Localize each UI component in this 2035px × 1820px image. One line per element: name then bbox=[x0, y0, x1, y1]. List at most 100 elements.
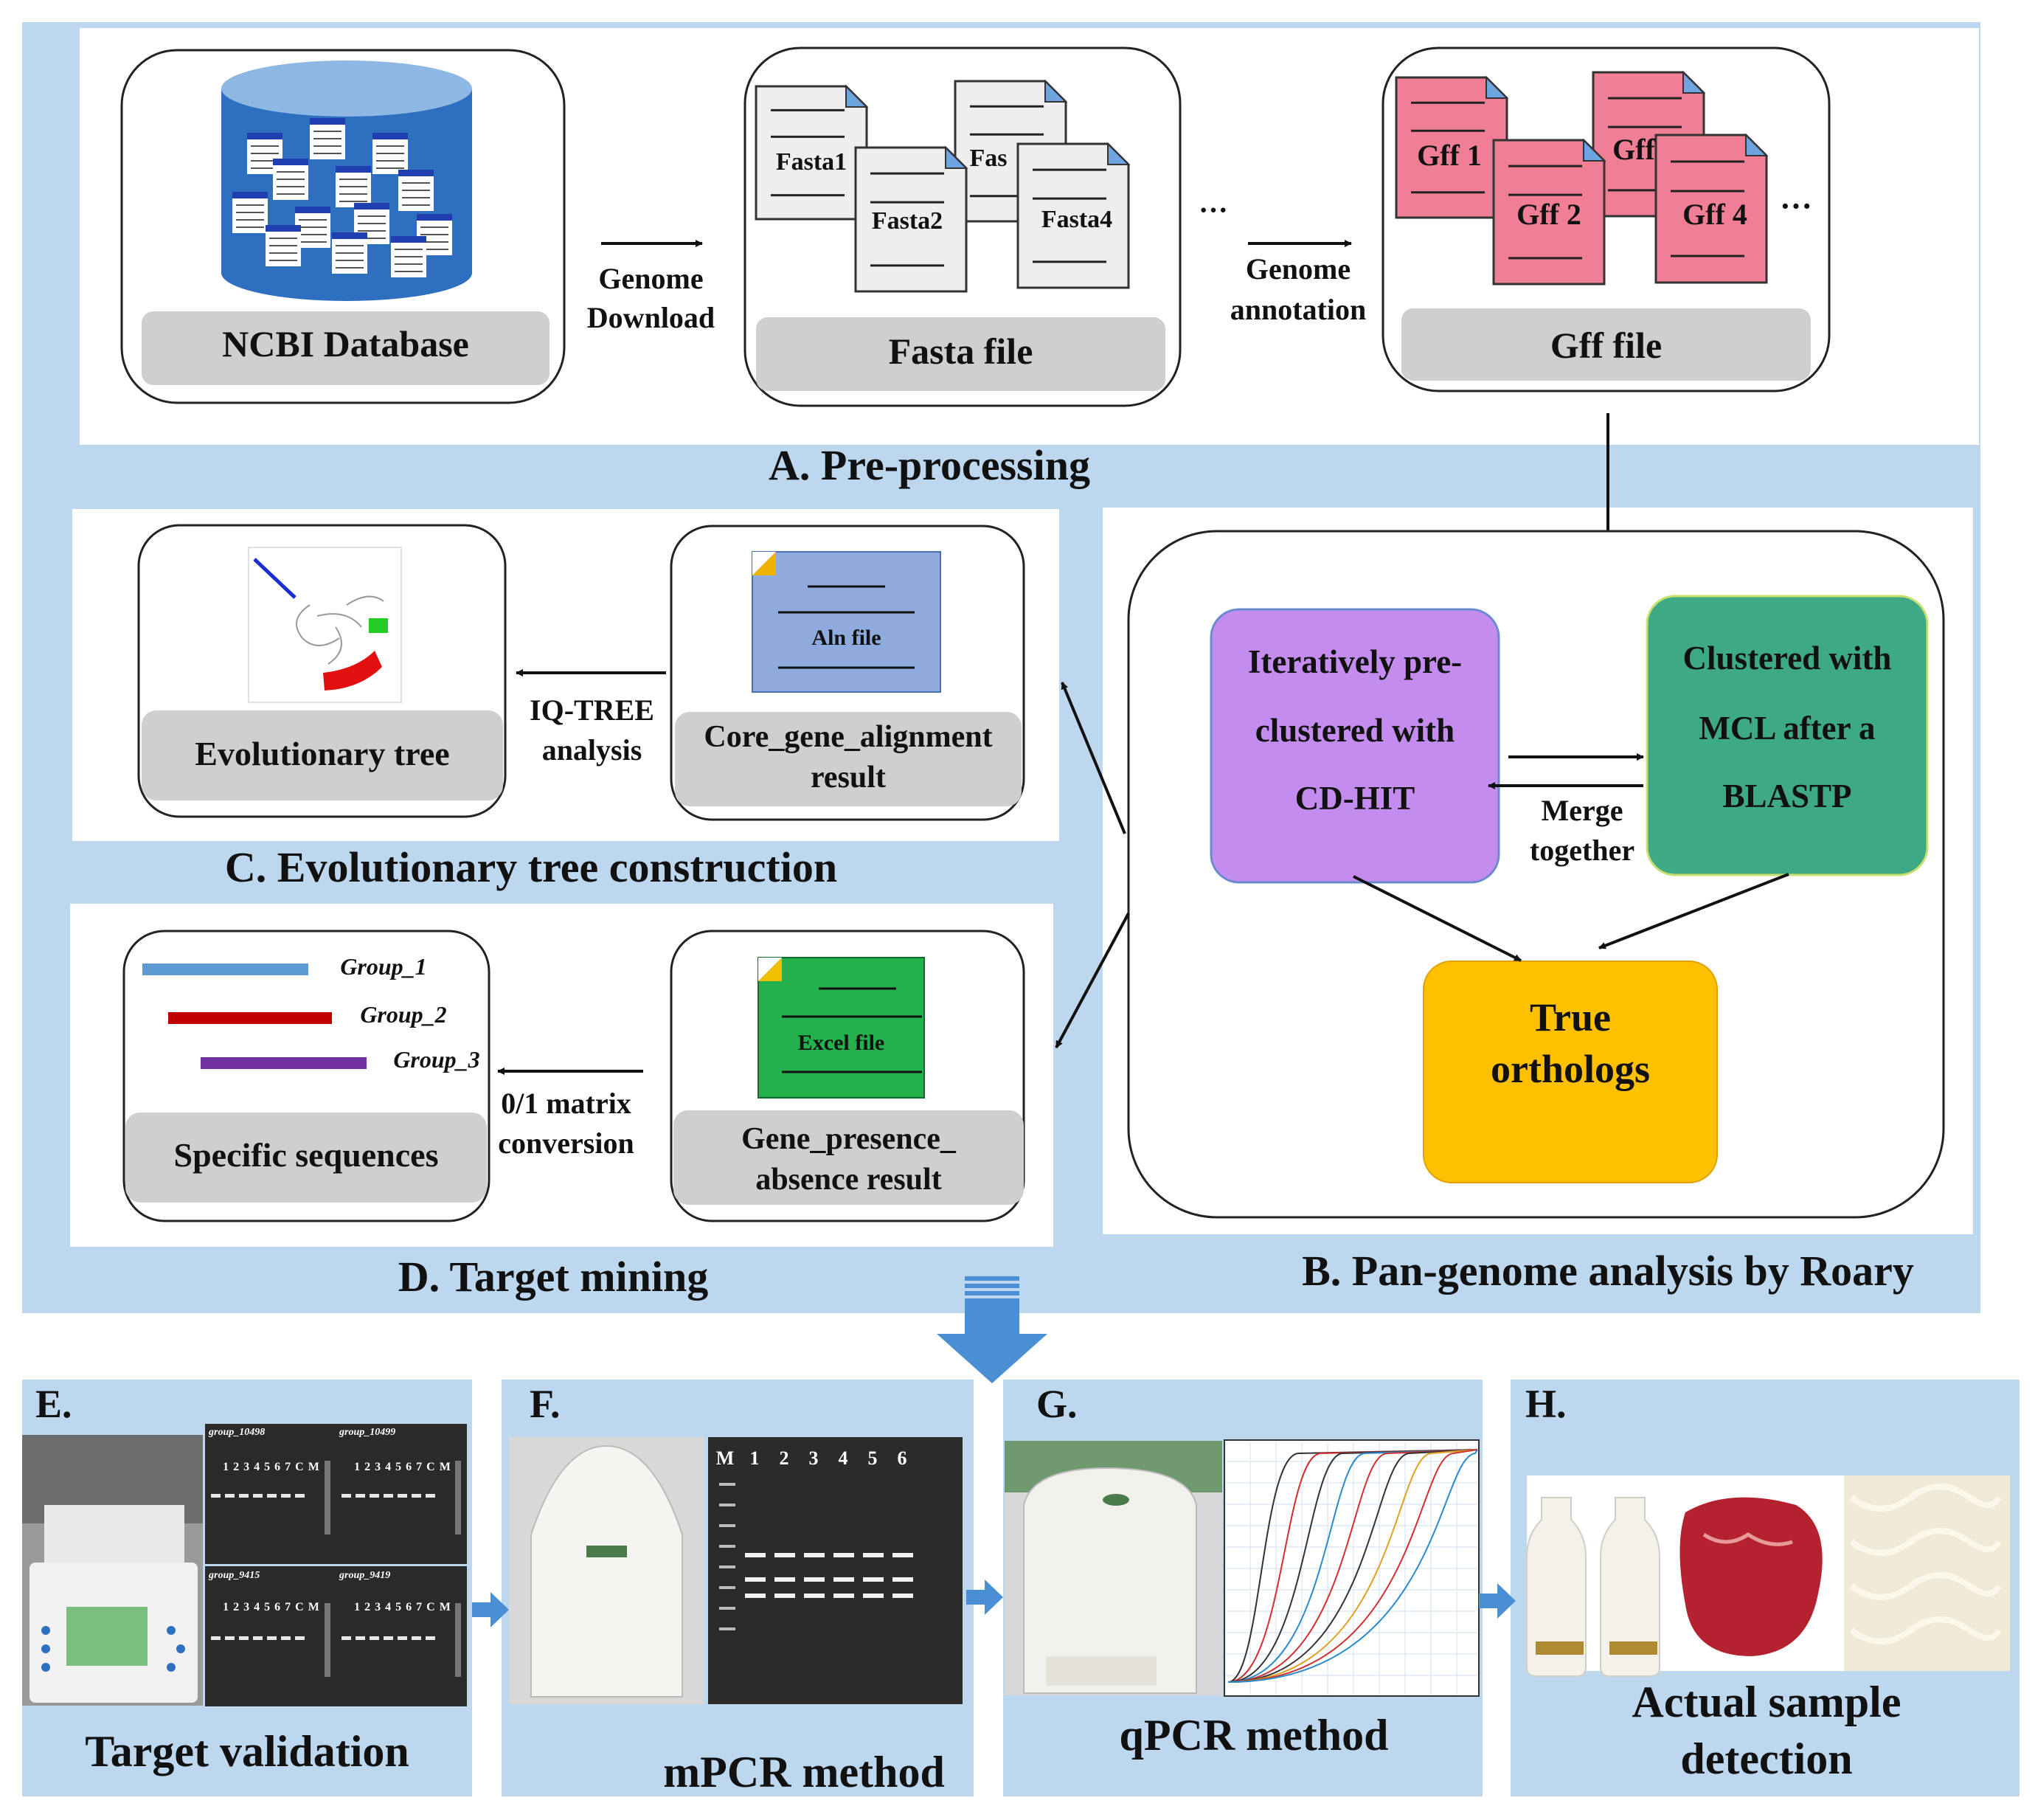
specific-label-bar bbox=[125, 1113, 487, 1203]
gel-lanes-2: 1 2 3 4 5 6 7 C M bbox=[354, 1461, 451, 1473]
gel-band bbox=[833, 1594, 854, 1598]
excel-file-icon bbox=[758, 957, 925, 1098]
section-a-title: A. Pre-processing bbox=[768, 441, 1091, 489]
amplification-curve bbox=[1227, 1449, 1478, 1683]
iqtree-label-1: IQ-TREE bbox=[530, 693, 654, 727]
database-sheet-icon bbox=[391, 236, 426, 277]
mcl-label-3: BLASTP bbox=[1722, 778, 1852, 814]
ncbi-label-bar bbox=[142, 311, 550, 385]
specific-label: Specific sequences bbox=[173, 1136, 439, 1174]
database-sheet-icon bbox=[273, 159, 308, 200]
gff-label-bar bbox=[1401, 308, 1811, 381]
panel-h-caption-2: detection bbox=[1680, 1734, 1853, 1783]
gff4-label: Gff 4 bbox=[1682, 198, 1747, 231]
gel-lane-label: 3 bbox=[808, 1447, 819, 1469]
gel-lanes-3: 1 2 3 4 5 6 7 C M bbox=[223, 1601, 319, 1613]
gel-imager-photo bbox=[509, 1437, 704, 1704]
database-sheet-icon bbox=[266, 225, 301, 266]
gel-band bbox=[833, 1577, 854, 1582]
gel-title-3: group_9415 bbox=[209, 1570, 260, 1581]
matrix-label-2: conversion bbox=[498, 1127, 634, 1160]
mcl-label-1: Clustered with bbox=[1682, 640, 1892, 677]
gff-documents bbox=[1395, 70, 1769, 286]
cdhit-label-2: clustered with bbox=[1255, 712, 1455, 749]
gel-band bbox=[863, 1577, 884, 1582]
amplification-curve bbox=[1227, 1449, 1478, 1683]
aln-file-label: Aln file bbox=[811, 626, 881, 650]
group-2-label: Group_2 bbox=[360, 1001, 447, 1028]
gel-band bbox=[804, 1594, 825, 1598]
gel-band bbox=[745, 1577, 766, 1582]
arrow-f-to-g bbox=[966, 1579, 1003, 1615]
validation-gels bbox=[205, 1424, 467, 1706]
gel-title-2: group_10499 bbox=[339, 1427, 396, 1438]
gel-lanes-4: 1 2 3 4 5 6 7 C M bbox=[354, 1601, 451, 1613]
database-sheets bbox=[232, 118, 452, 277]
ladder-band bbox=[719, 1545, 735, 1548]
amplification-curve bbox=[1227, 1449, 1478, 1683]
database-icon bbox=[221, 60, 472, 301]
roary-to-alignment-arrow bbox=[1061, 682, 1126, 834]
cdhit-to-orthologs-arrow bbox=[1353, 875, 1522, 962]
arrow-e-to-f bbox=[472, 1592, 509, 1627]
thermal-cycler-photo bbox=[22, 1435, 203, 1706]
ellipsis-a1: ··· bbox=[1198, 193, 1229, 226]
evolutionary-tree-icon bbox=[248, 547, 402, 703]
gel-image bbox=[205, 1424, 336, 1564]
gel-title-1: group_10498 bbox=[209, 1427, 266, 1438]
panel-f-caption: mPCR method bbox=[663, 1748, 945, 1796]
database-sheet-icon bbox=[232, 192, 268, 233]
tree-label-bar bbox=[142, 710, 503, 800]
orthologs-label-2: orthologs bbox=[1491, 1047, 1650, 1091]
gel-lane-label: 6 bbox=[897, 1447, 907, 1469]
gene-label-1: Gene_presence_ bbox=[741, 1122, 956, 1156]
amplification-curve bbox=[1227, 1449, 1478, 1683]
fasta-label: Fasta file bbox=[888, 331, 1033, 372]
section-d-title: D. Target mining bbox=[398, 1253, 709, 1301]
gel-band bbox=[863, 1553, 884, 1557]
mcl-to-orthologs-arrow bbox=[1598, 873, 1789, 949]
cdhit-label-1: Iteratively pre- bbox=[1247, 643, 1463, 680]
gel-band bbox=[774, 1553, 795, 1557]
database-sheet-icon bbox=[336, 166, 371, 207]
arrow-g-to-h bbox=[1479, 1583, 1516, 1619]
gel-title-4: group_9419 bbox=[339, 1570, 391, 1581]
gel-band bbox=[774, 1577, 795, 1582]
amplification-curve bbox=[1227, 1449, 1478, 1683]
matrix-label-1: 0/1 matrix bbox=[501, 1087, 631, 1120]
gel-lane-label: M bbox=[715, 1447, 735, 1469]
panel-g-caption: qPCR method bbox=[1119, 1711, 1389, 1760]
database-sheet-icon bbox=[398, 170, 434, 211]
gel-band bbox=[745, 1553, 766, 1557]
genome-download-label-2: Download bbox=[586, 301, 715, 334]
gff-document-icon bbox=[1492, 138, 1606, 286]
aln-file-icon bbox=[752, 551, 941, 693]
gff-label: Gff file bbox=[1550, 325, 1663, 366]
gel-band bbox=[892, 1553, 913, 1557]
fasta2-label: Fasta2 bbox=[871, 207, 943, 235]
gel-lanes-1: 1 2 3 4 5 6 7 C M bbox=[223, 1461, 319, 1473]
amplification-curve bbox=[1227, 1449, 1478, 1683]
gene-label-bar bbox=[673, 1110, 1024, 1205]
food-samples-photo bbox=[1526, 1475, 2010, 1677]
orthologs-box bbox=[1423, 961, 1718, 1183]
cdhit-box bbox=[1210, 608, 1500, 884]
core-label-bar bbox=[675, 712, 1022, 806]
gel-band bbox=[833, 1553, 854, 1557]
panel-e-letter: E. bbox=[35, 1382, 72, 1426]
orthologs-label-1: True bbox=[1530, 995, 1611, 1039]
merge-label-2: together bbox=[1529, 834, 1635, 867]
gel-band bbox=[892, 1577, 913, 1582]
roary-to-presence-arrow bbox=[1055, 913, 1130, 1048]
genome-annotation-label-2: annotation bbox=[1230, 293, 1367, 326]
genome-download-label-1: Genome bbox=[598, 262, 704, 295]
iqtree-label-2: analysis bbox=[541, 733, 642, 767]
fasta-label-bar bbox=[756, 317, 1165, 391]
fasta-document-icon bbox=[854, 145, 968, 293]
ladder-band bbox=[719, 1607, 735, 1610]
panel-g-letter: G. bbox=[1036, 1382, 1078, 1426]
ladder-band bbox=[719, 1586, 735, 1589]
gel-band bbox=[863, 1594, 884, 1598]
gel-image bbox=[336, 1566, 467, 1706]
